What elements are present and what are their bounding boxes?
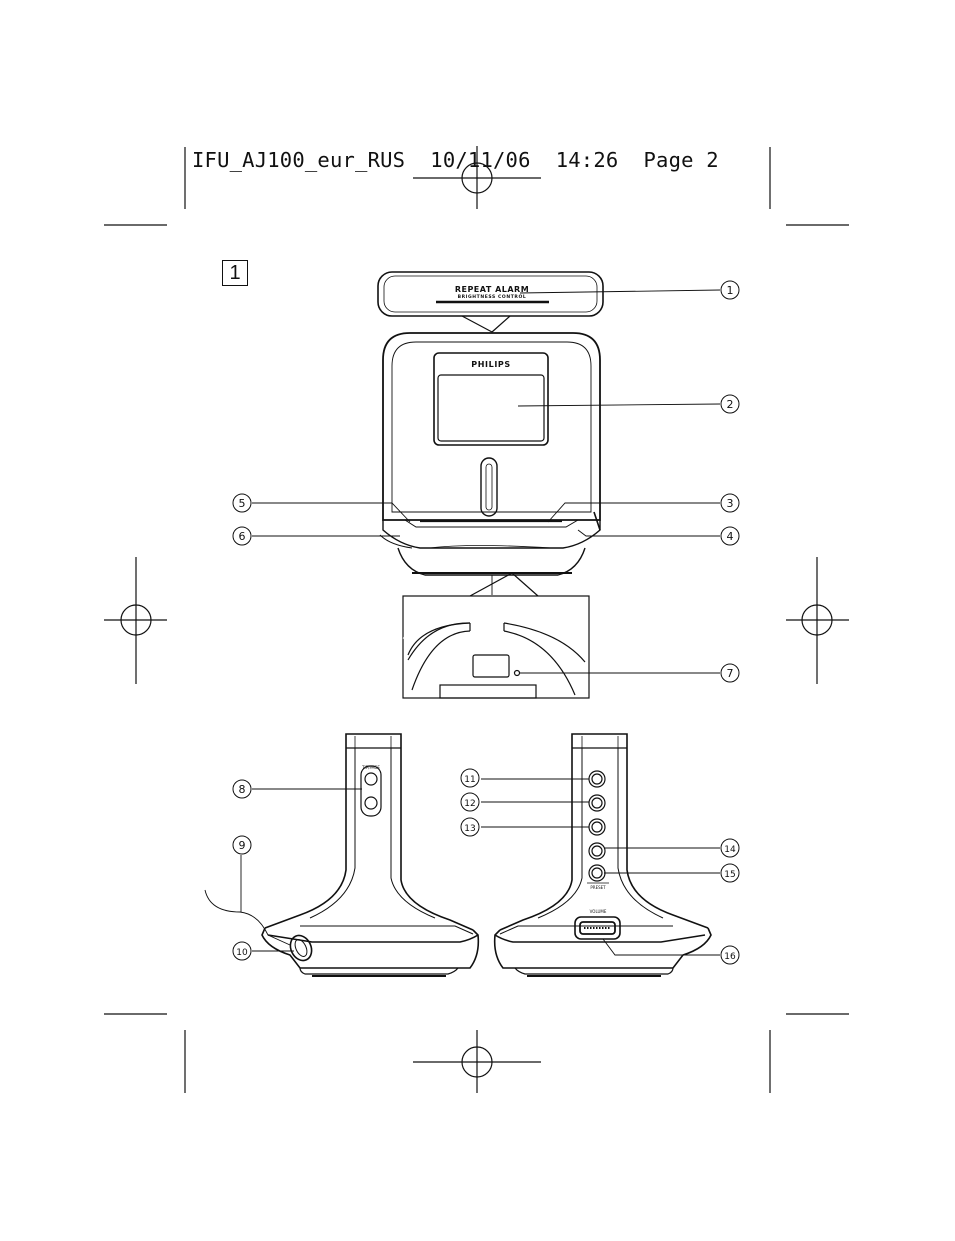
callout-8: 8 bbox=[239, 783, 246, 796]
volume-label: VOLUME bbox=[590, 909, 607, 914]
callout-15: 15 bbox=[724, 870, 735, 880]
figure-number-box: 1 bbox=[222, 260, 248, 286]
repeat-alarm-label: REPEAT ALARM bbox=[455, 285, 529, 294]
dimmer-label: TIP/PAGE bbox=[361, 765, 380, 770]
device-front bbox=[379, 332, 601, 595]
callout-16: 16 bbox=[724, 952, 736, 962]
callout-14: 14 bbox=[724, 845, 736, 855]
callout-13: 13 bbox=[464, 824, 475, 834]
callout-9: 9 bbox=[239, 839, 246, 852]
registration-mark-right bbox=[786, 557, 849, 684]
callout-11: 11 bbox=[464, 775, 475, 785]
top-panel-detail bbox=[377, 271, 604, 333]
registration-mark-bottom bbox=[413, 1030, 541, 1093]
print-slug-line: IFU_AJ100_eur_RUS 10/11/06 14:26 Page 2 bbox=[192, 148, 719, 172]
side-view-right bbox=[493, 733, 712, 977]
callout-3: 3 bbox=[727, 497, 734, 510]
crop-marks bbox=[104, 147, 849, 1093]
leader-lines bbox=[240, 289, 721, 956]
callout-10: 10 bbox=[236, 948, 248, 958]
preset-label: PRESET bbox=[590, 885, 606, 890]
callout-2: 2 bbox=[727, 398, 734, 411]
callout-6: 6 bbox=[239, 530, 246, 543]
side-view-left bbox=[204, 733, 480, 977]
callout-5: 5 bbox=[239, 497, 246, 510]
callout-1: 1 bbox=[727, 284, 734, 297]
callout-12: 12 bbox=[464, 799, 475, 809]
callout-7: 7 bbox=[727, 667, 734, 680]
registration-mark-left bbox=[104, 557, 167, 684]
callout-4: 4 bbox=[727, 530, 734, 543]
registration-mark-top bbox=[413, 146, 541, 209]
bottom-detail bbox=[402, 572, 590, 699]
brand-logo: PHILIPS bbox=[471, 360, 510, 369]
brightness-control-label: BRIGHTNESS CONTROL bbox=[458, 294, 527, 300]
